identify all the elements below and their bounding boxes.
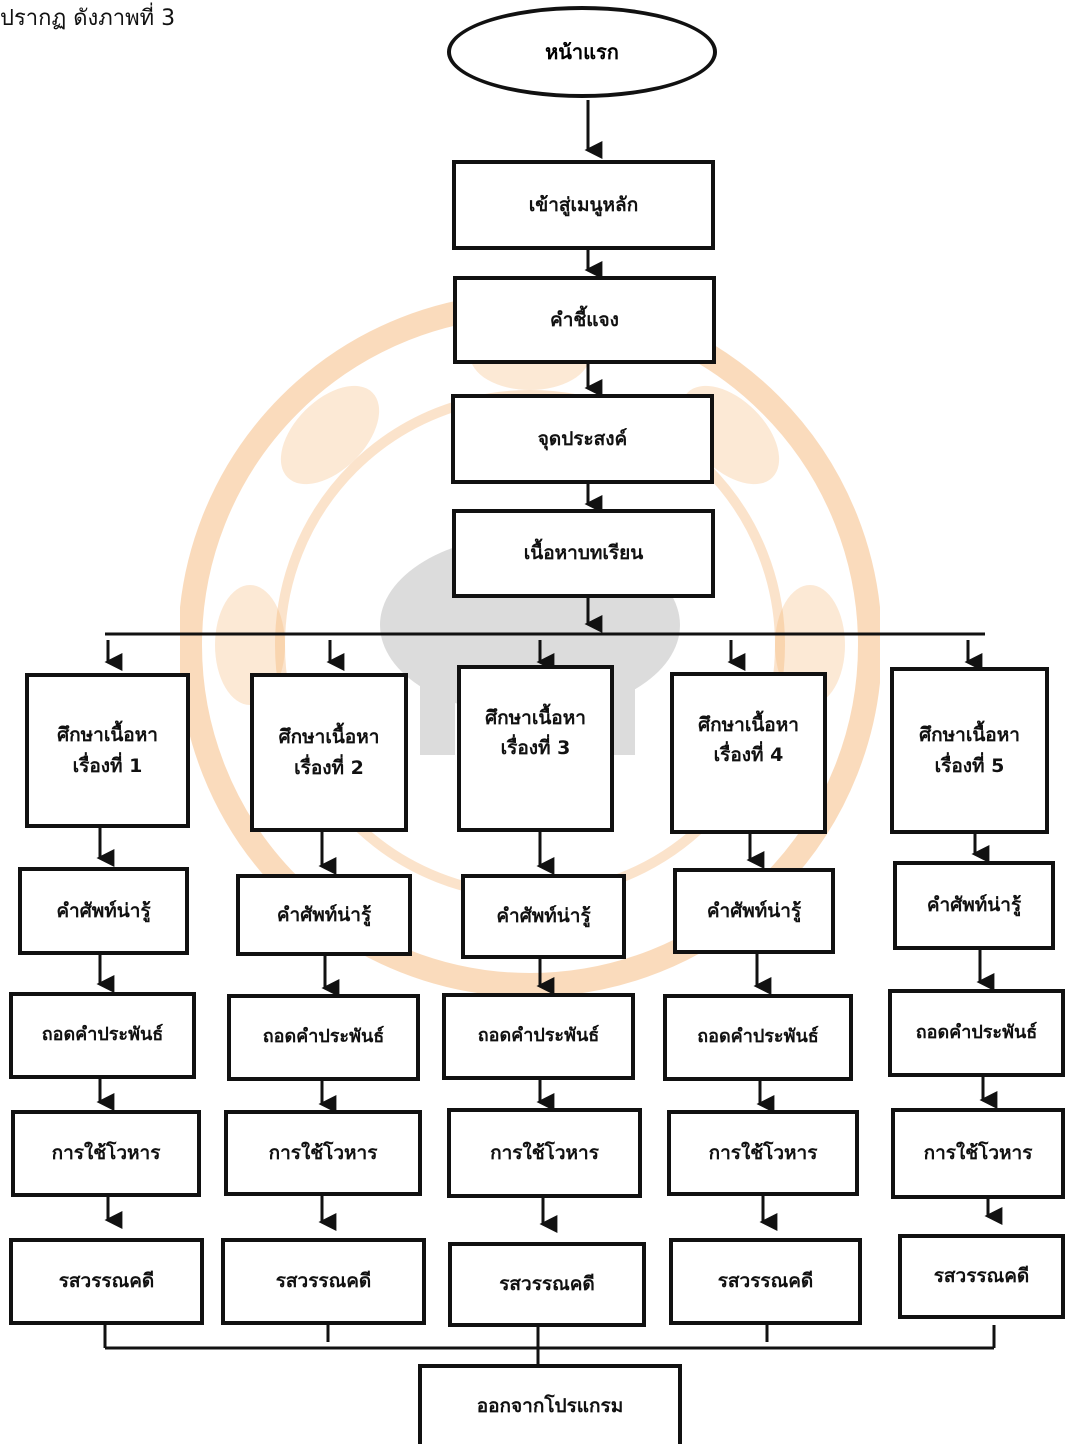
instructions-node: คำชี้แจง: [453, 276, 716, 364]
topic-label: เรื่องที่ 3: [500, 737, 571, 760]
literary-taste-node-3: รสวรรณคดี: [448, 1242, 646, 1327]
literary-taste-node-4: รสวรรณคดี: [669, 1238, 862, 1325]
vocab-node-3: คำศัพท์น่ารู้: [461, 874, 626, 959]
rhetoric-node-4: การใช้โวหาร: [667, 1110, 859, 1196]
paraphrase-node-1: ถอดคำประพันธ์: [9, 992, 196, 1079]
topic-prefix: ศึกษาเนื้อหา: [485, 707, 586, 729]
rhetoric-node-3: การใช้โวหาร: [447, 1108, 642, 1198]
topic-prefix: ศึกษาเนื้อหา: [919, 724, 1020, 747]
paraphrase-node-5: ถอดคำประพันธ์: [888, 989, 1065, 1077]
vocab-node-2: คำศัพท์น่ารู้: [236, 874, 412, 956]
topic-node-4: ศึกษาเนื้อหา เรื่องที่ 4: [670, 672, 827, 834]
start-node: หน้าแรก: [447, 6, 717, 98]
lesson-content-node: เนื้อหาบทเรียน: [452, 509, 715, 598]
topic-node-5: ศึกษาเนื้อหา เรื่องที่ 5: [890, 667, 1049, 834]
vocab-node-4: คำศัพท์น่ารู้: [673, 868, 835, 954]
vocab-node-5: คำศัพท์น่ารู้: [893, 861, 1055, 950]
topic-node-2: ศึกษาเนื้อหา เรื่องที่ 2: [250, 673, 408, 832]
topic-label: เรื่องที่ 5: [934, 754, 1005, 777]
paraphrase-node-3: ถอดคำประพันธ์: [442, 993, 635, 1080]
paraphrase-node-2: ถอดคำประพันธ์: [227, 994, 420, 1081]
topic-prefix: ศึกษาเนื้อหา: [57, 724, 158, 747]
rhetoric-node-5: การใช้โวหาร: [891, 1108, 1065, 1199]
topic-node-3: ศึกษาเนื้อหา เรื่องที่ 3: [457, 665, 614, 832]
topic-label: เรื่องที่ 1: [72, 754, 143, 777]
rhetoric-node-1: การใช้โวหาร: [11, 1110, 201, 1197]
literary-taste-node-5: รสวรรณคดี: [898, 1234, 1065, 1319]
topic-prefix: ศึกษาเนื้อหา: [278, 726, 380, 749]
topic-label: เรื่องที่ 4: [713, 744, 784, 767]
exit-node: ออกจากโปรแกรม: [418, 1364, 682, 1444]
topic-label: เรื่องที่ 2: [294, 756, 364, 779]
topic-prefix: ศึกษาเนื้อหา: [698, 714, 799, 736]
literary-taste-node-1: รสวรรณคดี: [9, 1238, 204, 1325]
main-menu-node: เข้าสู่เมนูหลัก: [452, 160, 715, 250]
literary-taste-node-2: รสวรรณคดี: [221, 1238, 426, 1325]
rhetoric-node-2: การใช้โวหาร: [224, 1110, 422, 1196]
objectives-node: จุดประสงค์: [451, 394, 714, 484]
topic-node-1: ศึกษาเนื้อหา เรื่องที่ 1: [25, 673, 190, 828]
paraphrase-node-4: ถอดคำประพันธ์: [663, 994, 853, 1081]
caption: ปรากฏ ดังภาพที่ 3: [0, 6, 176, 31]
vocab-node-1: คำศัพท์น่ารู้: [18, 867, 189, 955]
